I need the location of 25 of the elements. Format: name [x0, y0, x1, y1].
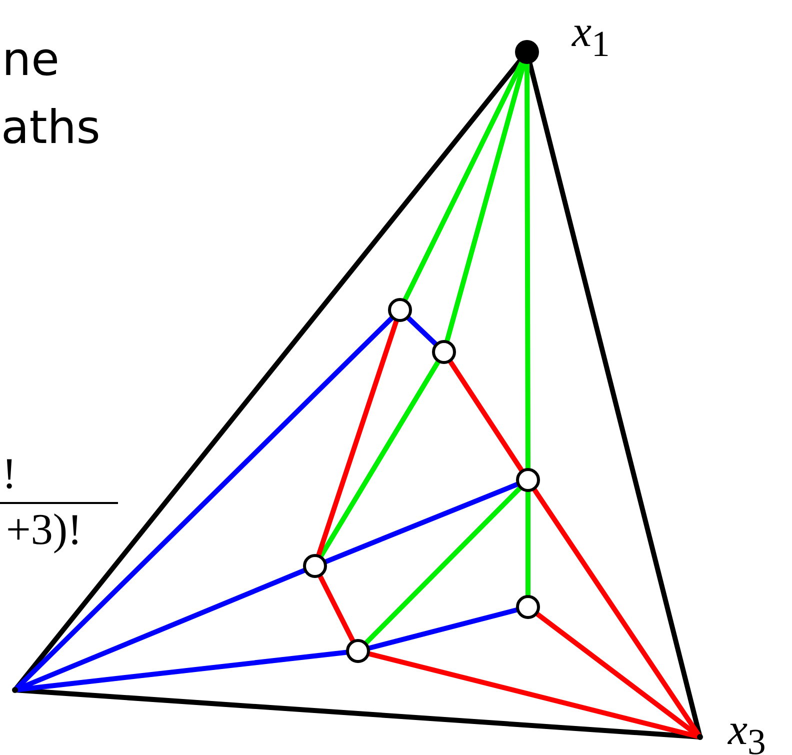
graph-edge [318, 360, 440, 558]
vertex-label: x$_{3}$ [728, 708, 766, 755]
vertex-circle [516, 468, 540, 492]
graph-edge [364, 486, 522, 645]
graph-edge [402, 60, 524, 302]
vertex-circle [388, 298, 412, 322]
graph-edge [526, 490, 530, 598]
vertex-circle [303, 554, 327, 578]
graph-edge [406, 316, 438, 346]
graph-edge [318, 574, 356, 643]
graph-edge [316, 318, 399, 558]
graph-edge [448, 360, 524, 472]
graph-edge [444, 61, 526, 343]
graph-edge [524, 62, 530, 470]
vertex-label: x$_{1}$ [572, 10, 610, 62]
corner-vertex [12, 687, 18, 693]
heading-text: ne [2, 36, 60, 82]
formula-numerator: ! [2, 452, 17, 496]
vertex-dot [515, 40, 539, 64]
heading-text: aths [1, 104, 100, 150]
formula-denominator: +3)! [6, 508, 82, 552]
vertex-circle [346, 639, 370, 663]
graph-edge [324, 482, 520, 564]
vertex-circle [516, 595, 540, 619]
vertex-circle [432, 340, 456, 364]
